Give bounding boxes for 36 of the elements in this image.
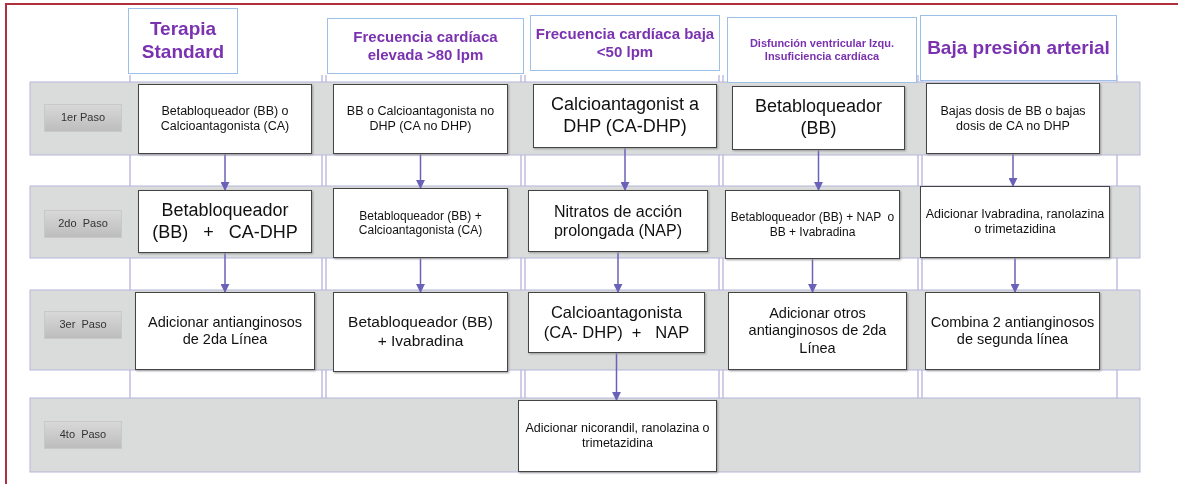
arrow (808, 258, 817, 293)
treatment-box: Betabloqueador (BB) (732, 86, 905, 150)
arrow (1010, 257, 1020, 293)
treatment-box: Calcioantagonist a DHP (CA-DHP) (533, 84, 717, 148)
step-label: 2do Paso (44, 210, 122, 238)
arrow (814, 149, 823, 191)
treatment-box: Adicionar otros antianginosos de 2da Línea (728, 292, 907, 370)
arrow (613, 251, 623, 293)
arrow (1008, 153, 1018, 187)
arrow (620, 147, 630, 191)
column-header: Baja presión arterial (920, 15, 1117, 81)
arrow (220, 153, 230, 191)
treatment-box: Betabloqueador (BB) + Calcioantagonista (CA) (333, 188, 508, 258)
treatment-box: Betabloqueador (BB) + NAP o BB + Ivabradina (725, 190, 900, 259)
step-label: 4to Paso (44, 421, 122, 449)
column-header: Disfunción ventricular Izqu. Insuficiencia cardíaca (727, 17, 917, 83)
step-label: 3er Paso (44, 311, 122, 339)
treatment-box: Adicionar antianginosos de 2da Línea (135, 292, 315, 370)
step-label: 1er Paso (44, 104, 122, 132)
treatment-box: Betabloqueador (BB) + Ivabradina (333, 292, 508, 372)
arrow (416, 153, 425, 189)
treatment-box: BB o Calcioantagonista no DHP (CA no DHP) (333, 84, 508, 154)
arrow (612, 352, 621, 401)
treatment-box: Betabloqueador (BB) o Calcioantagonista (CA) (138, 84, 312, 154)
arrow (416, 257, 425, 293)
column-header: Frecuencia cardíaca elevada >80 lpm (327, 18, 524, 74)
arrow (220, 252, 230, 293)
column-header: Frecuencia cardíaca baja <50 lpm (530, 15, 720, 71)
treatment-box: Betabloqueador (BB) + CA-DHP (138, 190, 312, 253)
treatment-box: Nitratos de acción prolongada (NAP) (528, 190, 708, 252)
treatment-box: Adicionar nicorandil, ranolazina o trimetazidina (518, 400, 717, 472)
treatment-box: Calcioantagonista (CA- DHP) + NAP (528, 292, 705, 353)
treatment-box: Bajas dosis de BB o bajas dosis de CA no DHP (926, 83, 1100, 154)
treatment-box: Adicionar Ivabradina, ranolazina o trimetazidina (920, 186, 1110, 258)
treatment-box: Combina 2 antianginosos de segunda línea (925, 292, 1100, 370)
column-header: Terapia Standard (128, 8, 238, 74)
